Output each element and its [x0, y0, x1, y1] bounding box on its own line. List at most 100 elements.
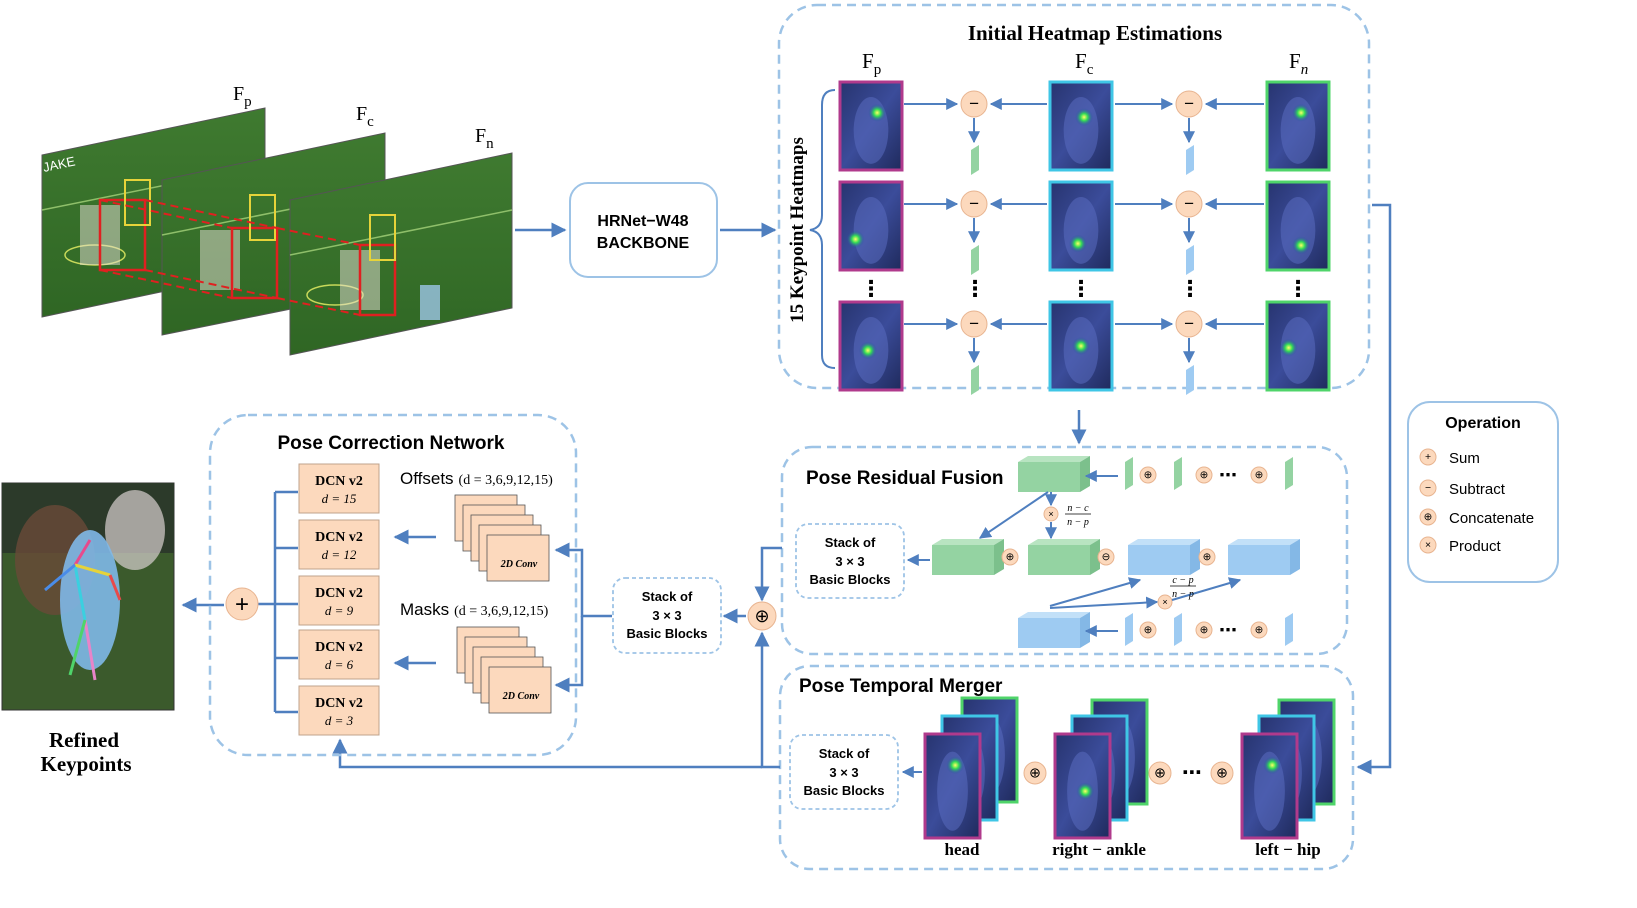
- merger-stack1-front-hotspot: [1076, 782, 1095, 801]
- vertical-dots-0: ⋮: [860, 276, 882, 301]
- merger-concat-2-circle: [1210, 761, 1234, 785]
- blue-block-mid: [1128, 539, 1200, 575]
- heatmap-r1-c2: [1265, 180, 1331, 272]
- merger-concat-1-circle: [1148, 761, 1172, 785]
- output-label-line1: Refined: [49, 728, 119, 752]
- heatmap-r0-c0: [838, 80, 904, 172]
- heatmap-r1-c1-hotspot: [1068, 234, 1087, 253]
- masks-conv-stack-layer-4: [488, 666, 552, 714]
- fusion-bot-concat-0-circle: [1139, 621, 1157, 639]
- merger-label-left-hip: left − hip: [1255, 840, 1320, 859]
- merger-stack0-front: [923, 732, 982, 840]
- fusion-product-bottom: ×: [1157, 594, 1173, 610]
- residual-fusion-panel: Pose Residual Fusion Stack of 3 × 3 Basi…: [780, 445, 1349, 656]
- heatmap-side-label: 15 Keypoint Heatmaps: [787, 137, 808, 323]
- heatmap-r1-c2-hotspot: [1292, 236, 1311, 255]
- masks-label: Masks(d = 3,6,9,12,15): [400, 600, 549, 619]
- merger-label-head: head: [945, 840, 981, 859]
- frame-next-image: [289, 152, 513, 356]
- fusion-title: Pose Residual Fusion: [806, 468, 1003, 489]
- merger-concat-2: ⊕: [1210, 761, 1234, 785]
- heatmap-r0-c0-hotspot: [868, 103, 887, 122]
- blue-block-bottom-front: [1018, 618, 1080, 648]
- fusion-top-concat-2-symbol: ⊕: [1255, 470, 1264, 481]
- fusion-mid-concat-a-circle: [1001, 548, 1019, 566]
- subtract-node-r1-a-circle: [960, 190, 988, 218]
- merger-concat-0-symbol: ⊕: [1029, 765, 1041, 781]
- arrow-blue-bottom-to-blue-mid: [1049, 577, 1142, 607]
- merger-stack2-front-hotspot: [1263, 756, 1282, 775]
- residual-slice-green-r0: [971, 145, 979, 175]
- concat-node-middle-symbol: ⊕: [754, 606, 769, 626]
- subtract-node-r1-b-circle: [1175, 190, 1203, 218]
- heatmap-r2-c2-hotspot: [1279, 338, 1298, 357]
- legend-symbol-3-symbol: ×: [1425, 540, 1431, 551]
- subtract-node-r2-b: −: [1175, 310, 1203, 338]
- subtract-node-r2-a-circle: [960, 310, 988, 338]
- residual-slice-green-r1: [971, 245, 979, 275]
- residual-slice-blue-r2: [1186, 365, 1194, 395]
- dcn-block-0-param: d = 15: [322, 491, 357, 506]
- legend-symbol-3-circle: [1419, 536, 1437, 554]
- subtract-node-r1-b-symbol: −: [1184, 194, 1194, 213]
- fusion-mid-concat-a: ⊕: [1001, 548, 1019, 566]
- dcn-block-1-box: [298, 519, 380, 570]
- sum-node-symbol: +: [235, 591, 249, 618]
- dcn-bracket: [258, 490, 298, 714]
- subtract-node-r0-a-symbol: −: [969, 94, 979, 113]
- legend-symbol-0-symbol: +: [1425, 452, 1431, 463]
- dcn-block-2-name: DCN v2: [315, 586, 363, 601]
- green-block-top: [1018, 456, 1090, 492]
- heatmap-r1-c0-figure: [853, 196, 889, 264]
- backbone-line2: BACKBONE: [597, 235, 690, 252]
- dcn-block-3: DCN v2d = 6: [298, 629, 380, 680]
- heatmap-r2-c2-figure: [1280, 316, 1316, 384]
- middle-stack-line1: Stack of: [642, 589, 693, 604]
- fusion-top-concat-0: ⊕: [1139, 466, 1157, 484]
- legend-symbol-1-symbol: −: [1425, 483, 1431, 494]
- dcn-block-2-box: [298, 575, 380, 626]
- green-block-mid-side: [1090, 539, 1100, 575]
- fusion-stack-line3: Basic Blocks: [810, 572, 891, 587]
- legend-label-2: Concatenate: [1449, 510, 1534, 527]
- fusion-bot-concat-2-circle: [1250, 621, 1268, 639]
- dcn-block-4-param: d = 3: [325, 713, 354, 728]
- fusion-bot-concat-0: ⊕: [1139, 621, 1157, 639]
- fusion-top-ellipsis: ⋯: [1219, 465, 1237, 485]
- offsets-conv-stack-layer-4: [486, 534, 550, 582]
- residual-slice-blue-r0: [1186, 145, 1194, 175]
- refined-output-image: [1, 482, 175, 711]
- legend-items: +Sum−Subtract⊕Concatenate×Product: [1419, 448, 1534, 555]
- fusion-bot-concat-1-symbol: ⊕: [1200, 625, 1209, 636]
- vertical-dots-4: ⋮: [1287, 276, 1309, 301]
- sum-node: +: [225, 587, 259, 621]
- merger-ellipsis: ⋯: [1182, 762, 1202, 784]
- backbone-box: HRNet−W48 BACKBONE: [569, 182, 718, 278]
- blue-block-right: [1228, 539, 1300, 575]
- legend-symbol-3: ×: [1419, 536, 1437, 554]
- heatmap-r0-c1: [1048, 80, 1114, 172]
- merger-concat-1: ⊕: [1148, 761, 1172, 785]
- subtract-node-r1-a: −: [960, 190, 988, 218]
- green-block-left-top: [932, 539, 1004, 545]
- merger-title: Pose Temporal Merger: [799, 676, 1003, 697]
- masks-conv-stack-label: 2D Conv: [502, 691, 540, 702]
- vertical-dots-1: ⋮: [964, 276, 986, 301]
- backbone-line1: HRNet−W48: [597, 213, 688, 230]
- coef-bot-num: c − p: [1172, 575, 1193, 586]
- subtract-node-r0-b-symbol: −: [1184, 94, 1194, 113]
- subtract-node-r0-a-circle: [960, 90, 988, 118]
- subtract-node-r0-b: −: [1175, 90, 1203, 118]
- middle-stack-box: Stack of 3 × 3 Basic Blocks: [612, 577, 722, 654]
- operation-legend: Operation +Sum−Subtract⊕Concatenate×Prod…: [1407, 401, 1559, 583]
- legend-symbol-2-symbol: ⊕: [1424, 512, 1433, 523]
- legend-symbol-1-circle: [1419, 479, 1437, 497]
- merger-stack-line3: Basic Blocks: [804, 783, 885, 798]
- blue-block-bottom-top: [1018, 612, 1090, 618]
- fusion-bot-concat-1: ⊕: [1195, 621, 1213, 639]
- heatmap-r2-c0: [838, 300, 904, 392]
- fusion-green-slice-0: [1125, 457, 1133, 490]
- green-block-top-top: [1018, 456, 1090, 462]
- fusion-product-top-symbol: ×: [1048, 509, 1053, 519]
- heatmap-col-next: Fn: [1289, 49, 1308, 78]
